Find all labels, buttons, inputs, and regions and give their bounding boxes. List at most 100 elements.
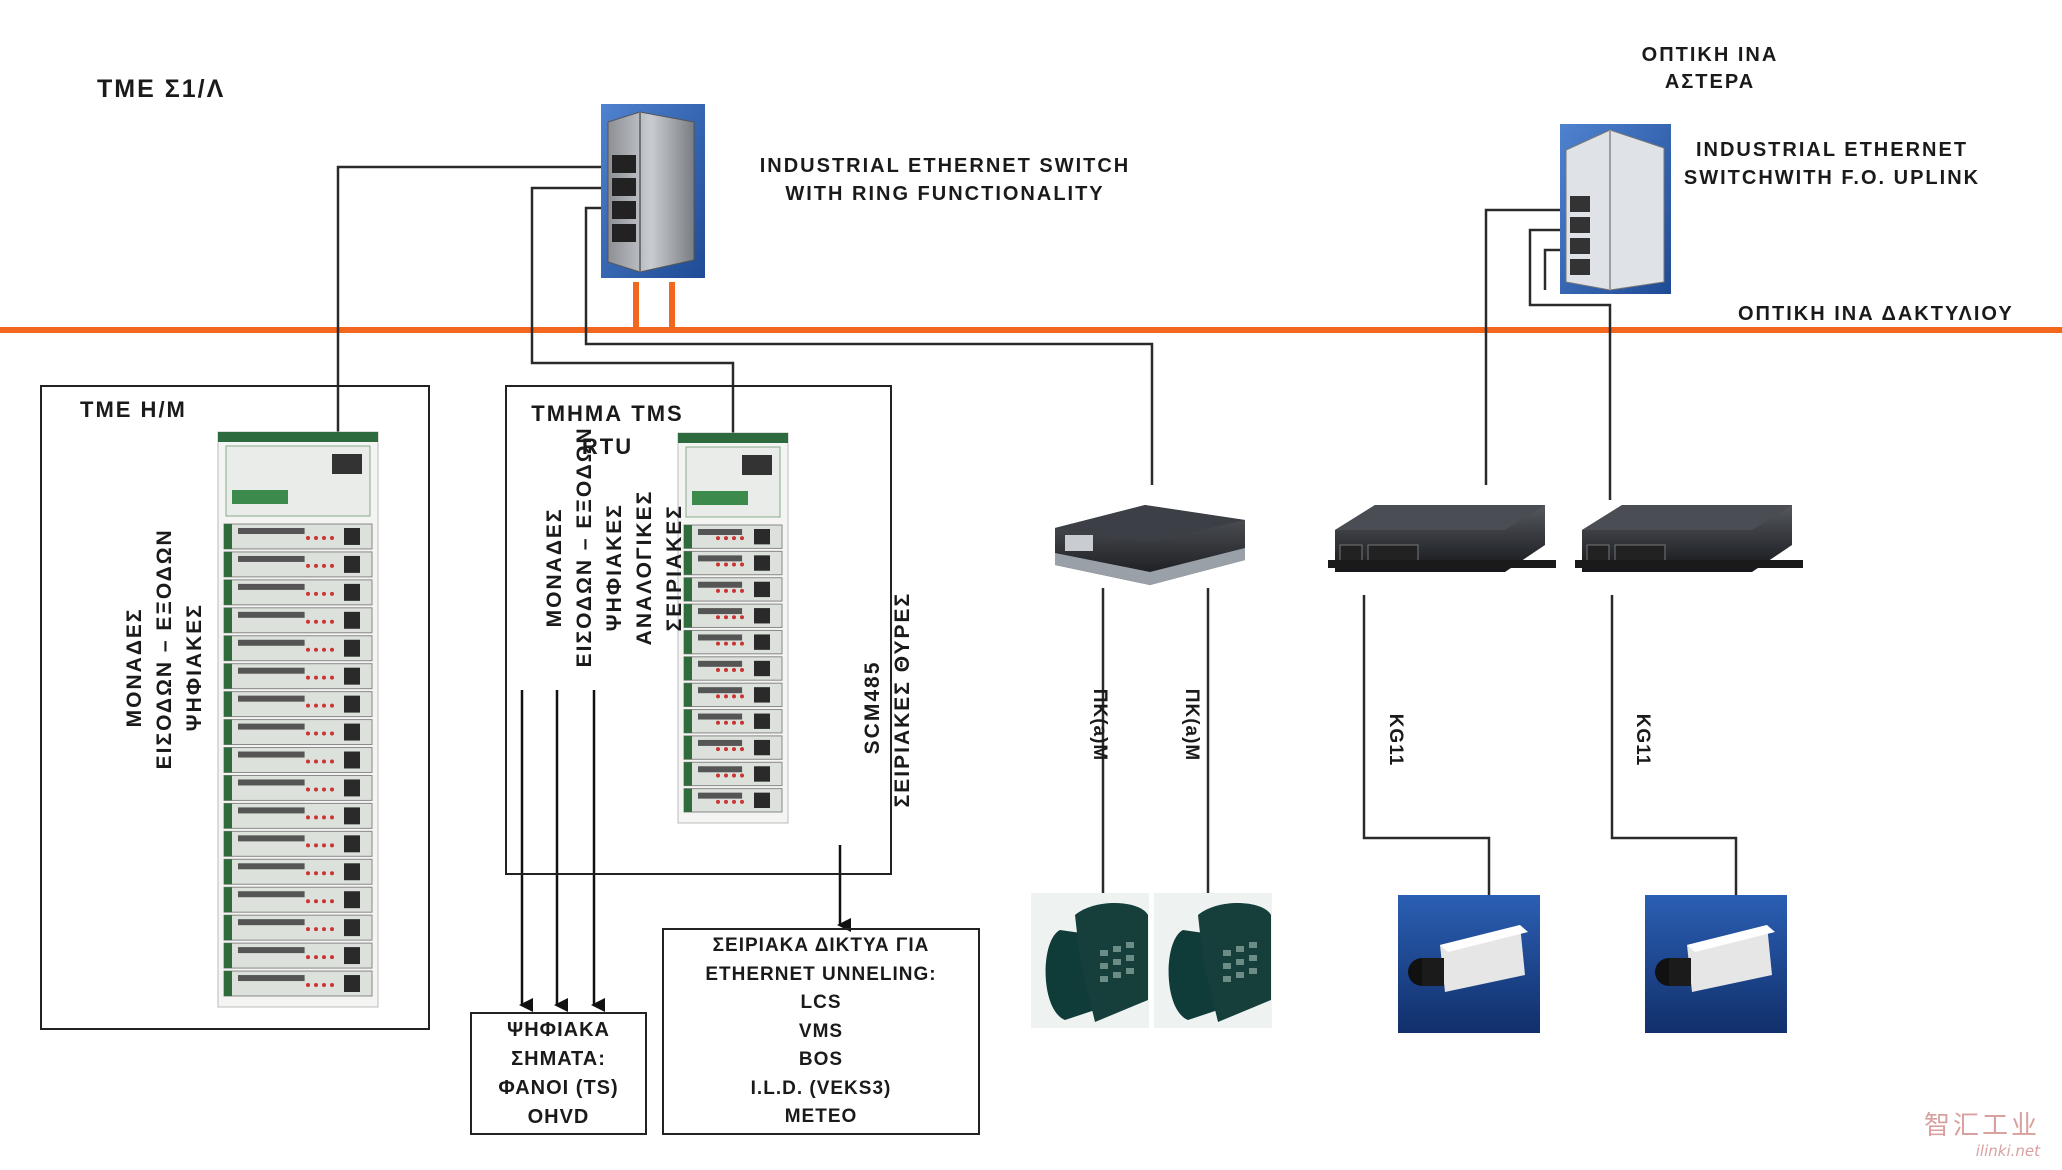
io-module-led <box>314 591 318 596</box>
io-module-led <box>314 703 318 708</box>
io-module-led <box>314 563 318 568</box>
io-module-connector <box>754 581 770 598</box>
serial-networks-line-1: ΣΕΙΡΙΑΚΑ ΔΙΚΤΥΑ ΓΙΑ <box>712 935 930 956</box>
io-module-led <box>732 641 736 646</box>
site-title: ΤΜΕ Σ1/Λ <box>97 75 226 103</box>
fiber-switch-icon[interactable] <box>1560 124 1671 294</box>
io-module-led <box>330 703 334 708</box>
io-module-led <box>306 647 310 652</box>
io-module-stripe <box>684 788 692 812</box>
io-module-led <box>314 983 318 988</box>
io-module-led <box>314 731 318 736</box>
cctv-camera-icon[interactable] <box>1398 895 1540 1033</box>
io-module-stripe <box>224 859 232 885</box>
serial-networks-box <box>662 928 980 1135</box>
fo-switch-line-1: INDUSTRIAL ETHERNET <box>1695 139 1969 161</box>
io-module-led <box>740 799 744 804</box>
io-module-stripe <box>224 551 232 577</box>
tme-hm-side-line-2: ΕΙΣΟΔΩΝ – ΕΞΟΔΩΝ <box>153 528 176 770</box>
tms-rtu-title: ΤΜΗΜΑ TMS RTU <box>515 397 700 463</box>
io-module-connector <box>344 863 360 881</box>
io-module-led <box>724 588 728 593</box>
io-module-led <box>740 562 744 567</box>
digital-signals-box <box>470 1012 647 1135</box>
cctv-camera-icon[interactable] <box>1645 895 1787 1033</box>
io-module-stripe <box>224 831 232 857</box>
io-module-led <box>716 668 720 672</box>
video-encoder-icon[interactable] <box>1575 505 1803 572</box>
io-module-stripe <box>224 607 232 633</box>
io-module-stripe <box>684 525 692 549</box>
io-module-led <box>322 899 326 904</box>
wire-encoder-to-camera-left <box>1362 595 1491 900</box>
digital-signals-text: ΨΗΦΙΑΚΑ ΣΗΜΑΤΑ: ΦΑΝΟΙ (TS) OHVD <box>470 1016 647 1132</box>
io-module-led <box>322 871 326 876</box>
io-module-led <box>330 731 334 736</box>
io-module-led <box>314 871 318 876</box>
io-module-led <box>330 647 334 652</box>
io-module-led <box>322 927 326 932</box>
io-module-terminals <box>238 667 305 674</box>
io-module-connector <box>754 608 770 624</box>
io-module-terminals <box>698 687 743 694</box>
scm485-line-1: SCM485 <box>861 660 884 755</box>
io-module-led <box>306 619 310 624</box>
serial-networks-line-3: LCS <box>800 992 842 1013</box>
io-module-terminals <box>698 555 743 562</box>
telephone-icon[interactable] <box>1154 893 1272 1028</box>
io-module-led <box>322 955 326 960</box>
io-module-connector <box>344 751 360 769</box>
io-module-connector <box>754 766 770 782</box>
wire-switch-to-gateway <box>584 206 1154 485</box>
serial-networks-text: ΣΕΙΡΙΑΚΑ ΔΙΚΤΥΑ ΓΙΑ ETHERNET UNNELING: L… <box>662 932 980 1132</box>
io-module-led <box>314 787 318 792</box>
phone-link-right-label: ΠΚ(a)Μ <box>1181 688 1202 762</box>
io-module-led <box>732 668 736 672</box>
io-module-stripe <box>684 551 692 575</box>
tme-hm-panel <box>40 385 430 1030</box>
io-module-led <box>322 703 326 708</box>
telephone-icon[interactable] <box>1031 893 1149 1028</box>
io-module-led <box>306 927 310 932</box>
io-module-terminals <box>238 723 305 730</box>
io-module-connector <box>344 807 360 825</box>
io-module-terminals <box>238 583 305 590</box>
io-module-led <box>724 799 728 804</box>
io-module-led <box>314 927 318 932</box>
io-module-led <box>716 562 720 567</box>
voip-gateway-icon[interactable] <box>1055 505 1245 585</box>
camera-link-right-label: KG11 <box>1632 713 1653 767</box>
io-module-led <box>740 536 744 541</box>
io-module-rack-icon <box>677 432 789 824</box>
io-module-connector <box>754 687 770 703</box>
io-module-connector <box>344 555 360 573</box>
io-module-led <box>740 694 744 699</box>
io-module-led <box>330 899 334 904</box>
io-module-connector <box>344 695 360 713</box>
digital-signals-line-1: ΨΗΦΙΑΚΑ <box>507 1019 610 1041</box>
industrial-switch-icon[interactable] <box>601 104 705 278</box>
io-module-stripe <box>684 630 692 654</box>
io-module-stripe <box>684 656 692 681</box>
io-module-led <box>306 815 310 820</box>
io-module-terminals <box>238 919 305 926</box>
io-module-led <box>306 899 310 904</box>
digital-signals-line-3: ΦΑΝΟΙ (TS) <box>498 1077 619 1099</box>
io-module-led <box>740 615 744 620</box>
digital-signals-line-2: ΣΗΜΑΤΑ: <box>511 1048 606 1070</box>
io-module-led <box>306 871 310 876</box>
io-module-connector <box>754 792 770 808</box>
io-module-led <box>322 731 326 736</box>
io-module-terminals <box>698 739 743 746</box>
io-module-led <box>330 535 334 540</box>
wire-fo-switch-to-encoder-left <box>1484 208 1572 485</box>
video-encoder-icon[interactable] <box>1328 505 1556 572</box>
io-module-led <box>314 759 318 764</box>
io-module-connector <box>344 835 360 853</box>
io-module-led <box>740 720 744 725</box>
io-module-connector <box>344 947 360 965</box>
io-module-led <box>306 591 310 596</box>
serial-networks-line-6: I.L.D. (VEKS3) <box>750 1077 892 1099</box>
io-module-led <box>724 615 728 620</box>
io-module-stripe <box>224 943 232 969</box>
